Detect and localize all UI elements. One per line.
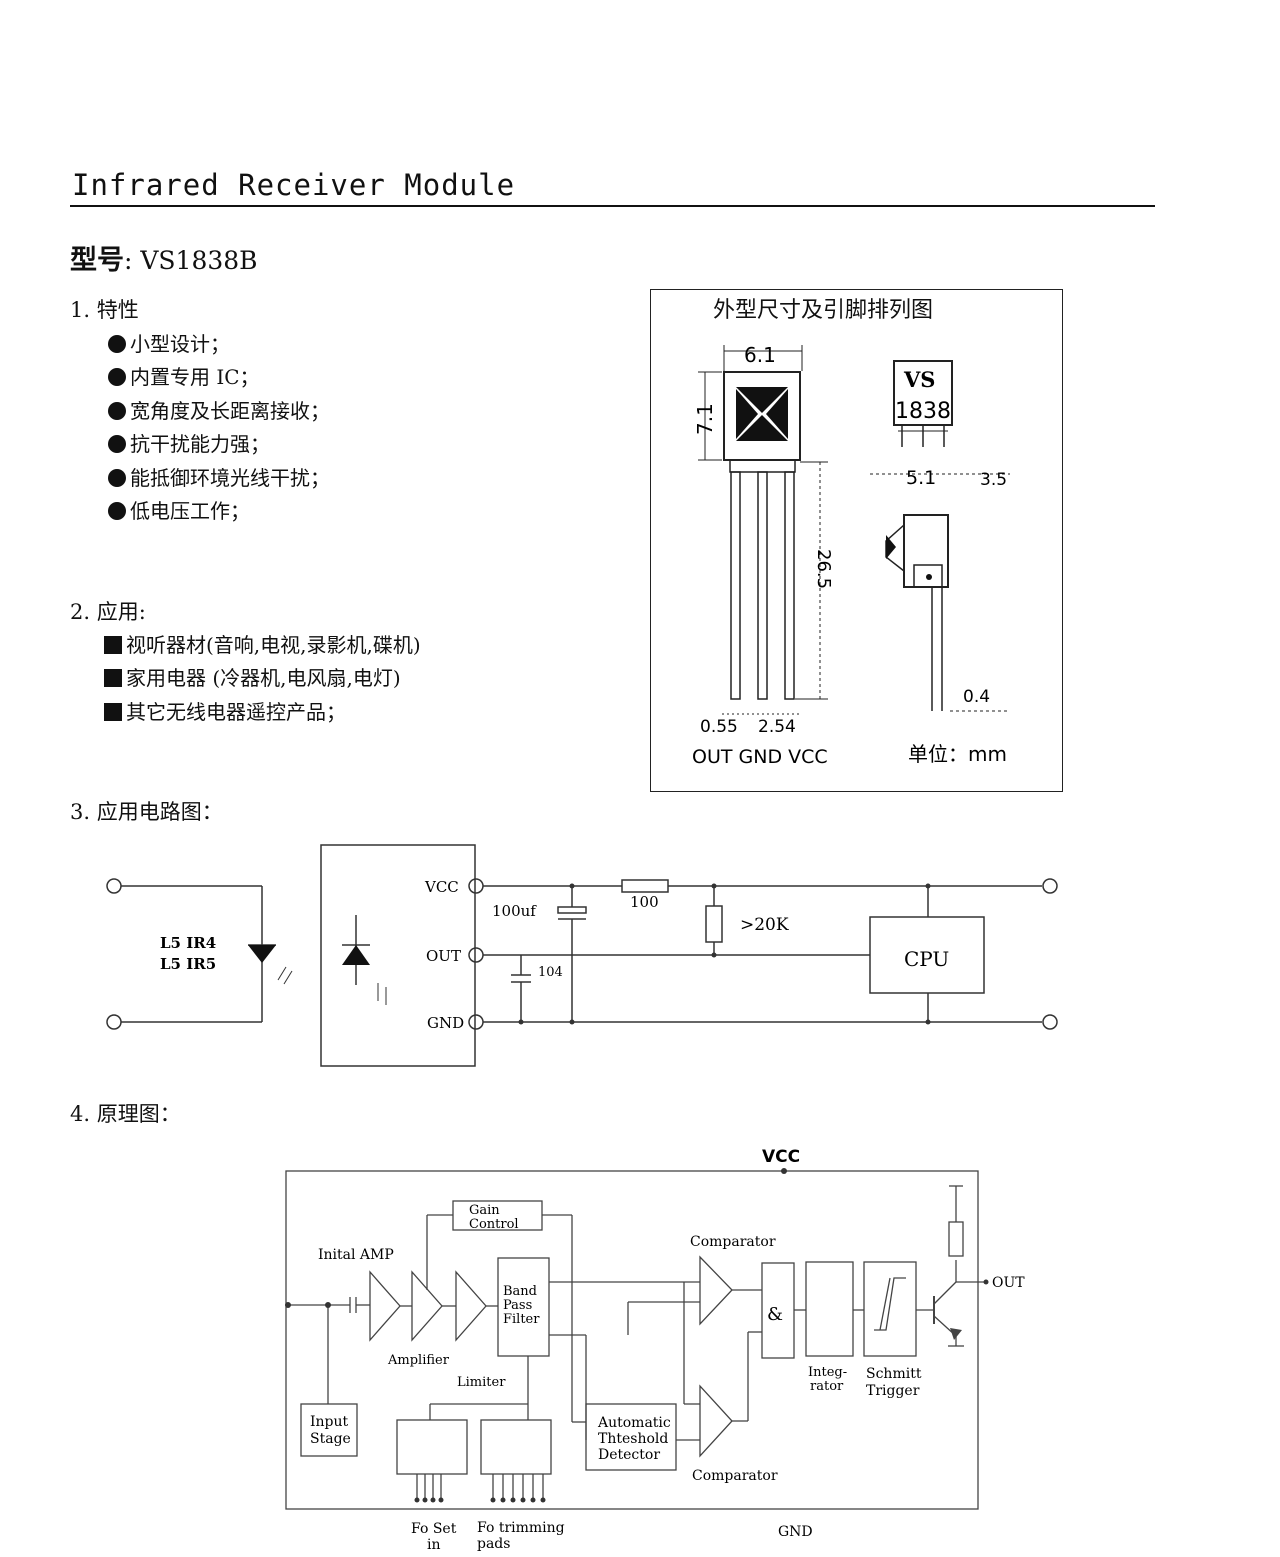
application-item: 家用电器 (冷器机,电风扇,电灯) bbox=[104, 662, 401, 691]
bandpass-label-3: Filter bbox=[503, 1312, 540, 1327]
square-bullet-icon bbox=[104, 669, 122, 687]
resistor2-label: >20K bbox=[740, 915, 789, 935]
principle-heading: 4. 原理图： bbox=[70, 1102, 181, 1126]
dim-pitch: 2.54 bbox=[758, 717, 796, 737]
out-pin-label: OUT bbox=[426, 947, 461, 965]
feature-item: 小型设计； bbox=[108, 328, 230, 357]
title-rule bbox=[70, 205, 1155, 207]
features-heading: 1. 特性 bbox=[70, 298, 139, 322]
atd-label-1: Automatic bbox=[597, 1415, 671, 1431]
bullet-icon bbox=[108, 502, 126, 520]
vcc-pin-label: VCC bbox=[424, 878, 459, 896]
input-stage-label-2: Stage bbox=[310, 1431, 351, 1447]
model-value: : VS1838B bbox=[124, 246, 258, 275]
cap1-label: 100uf bbox=[492, 902, 537, 920]
led-label-1: L5 IR4 bbox=[160, 934, 216, 952]
comparator-top-label: Comparator bbox=[690, 1234, 776, 1250]
and-gate-label: & bbox=[767, 1304, 783, 1325]
dim-lead-width: 0.55 bbox=[700, 717, 738, 737]
integrator-label-1: Integ- bbox=[808, 1365, 847, 1380]
atd-label-3: Detector bbox=[598, 1447, 660, 1463]
bullet-icon bbox=[108, 469, 126, 487]
feature-item: 抗干扰能力强； bbox=[108, 428, 270, 457]
comparator-bottom-label: Comparator bbox=[692, 1468, 778, 1484]
marking-top: VS bbox=[903, 367, 935, 392]
integrator-label-2: rator bbox=[810, 1379, 844, 1394]
out-label: OUT bbox=[992, 1275, 1025, 1291]
application-circuit: L5 IR4 L5 IR5 VCC OUT GND 100uf 104 100 … bbox=[106, 844, 1058, 1067]
bandpass-label-2: Pass bbox=[503, 1298, 532, 1313]
initial-amp-label: Inital AMP bbox=[318, 1247, 394, 1263]
schmitt-label-1: Schmitt bbox=[866, 1366, 922, 1382]
model-line: 型号: VS1838B bbox=[70, 238, 258, 277]
gain-control-label-1: Gain bbox=[469, 1203, 500, 1218]
unit-label: 单位：mm bbox=[908, 742, 1007, 766]
atd-label-2: Thteshold bbox=[598, 1431, 668, 1447]
square-bullet-icon bbox=[104, 703, 122, 721]
application-item: 视听器材(音响,电视,录影机,碟机) bbox=[104, 629, 421, 658]
pin-labels: OUT GND VCC bbox=[692, 746, 828, 768]
model-label: 型号 bbox=[70, 245, 124, 276]
dim-width: 6.1 bbox=[744, 343, 776, 367]
schmitt-label-2: Trigger bbox=[866, 1383, 920, 1399]
square-bullet-icon bbox=[104, 636, 122, 654]
dim-lead-thickness: 0.4 bbox=[963, 687, 990, 707]
bandpass-label-1: Band bbox=[503, 1284, 537, 1299]
package-drawing-frame bbox=[650, 289, 1063, 792]
package-drawing: 6.1 7.1 26.5 VS 1838 5.1 3.5 0.4 0.55 2.… bbox=[692, 343, 1010, 768]
feature-item: 能抵御环境光线干扰； bbox=[108, 462, 330, 491]
gnd-pin-label: GND bbox=[427, 1014, 464, 1032]
bullet-icon bbox=[108, 335, 126, 353]
feature-item: 内置专用 IC； bbox=[108, 361, 260, 390]
bullet-icon bbox=[108, 402, 126, 420]
dim-side-depth: 3.5 bbox=[980, 470, 1007, 490]
amplifier-label: Amplifier bbox=[387, 1353, 450, 1368]
gnd-label: GND bbox=[778, 1524, 813, 1540]
bullet-icon bbox=[108, 435, 126, 453]
applications-heading: 2. 应用: bbox=[70, 600, 146, 624]
gain-control-label-2: Control bbox=[469, 1217, 519, 1232]
application-item: 其它无线电器遥控产品； bbox=[104, 696, 346, 725]
fo-trim-label-2: pads bbox=[477, 1536, 510, 1552]
dim-side-width: 5.1 bbox=[906, 467, 936, 489]
cap2-label: 104 bbox=[538, 965, 563, 980]
dim-height: 7.1 bbox=[693, 403, 717, 435]
limiter-label: Limiter bbox=[457, 1375, 506, 1390]
led-label-2: L5 IR5 bbox=[160, 955, 216, 973]
fo-set-label-1: Fo Set bbox=[411, 1521, 457, 1537]
feature-item: 宽角度及长距离接收； bbox=[108, 395, 330, 424]
cpu-label: CPU bbox=[904, 947, 949, 971]
document-title: Infrared Receiver Module bbox=[72, 168, 516, 202]
resistor1-label: 100 bbox=[630, 893, 659, 911]
marking-bottom: 1838 bbox=[895, 399, 951, 424]
fo-set-label-2: in bbox=[427, 1537, 441, 1553]
fo-trim-label-1: Fo trimming bbox=[477, 1520, 565, 1536]
vcc-label: VCC bbox=[762, 1147, 800, 1167]
feature-item: 低电压工作； bbox=[108, 495, 250, 524]
bullet-icon bbox=[108, 368, 126, 386]
circuit-heading: 3. 应用电路图： bbox=[70, 800, 223, 824]
package-title: 外型尺寸及引脚排列图 bbox=[713, 298, 934, 323]
block-diagram: VCC GND OUT Gain Control Inital AMP Ampl… bbox=[285, 1147, 1025, 1553]
input-stage-label-1: Input bbox=[310, 1414, 349, 1430]
dim-lead-length: 26.5 bbox=[813, 549, 834, 589]
